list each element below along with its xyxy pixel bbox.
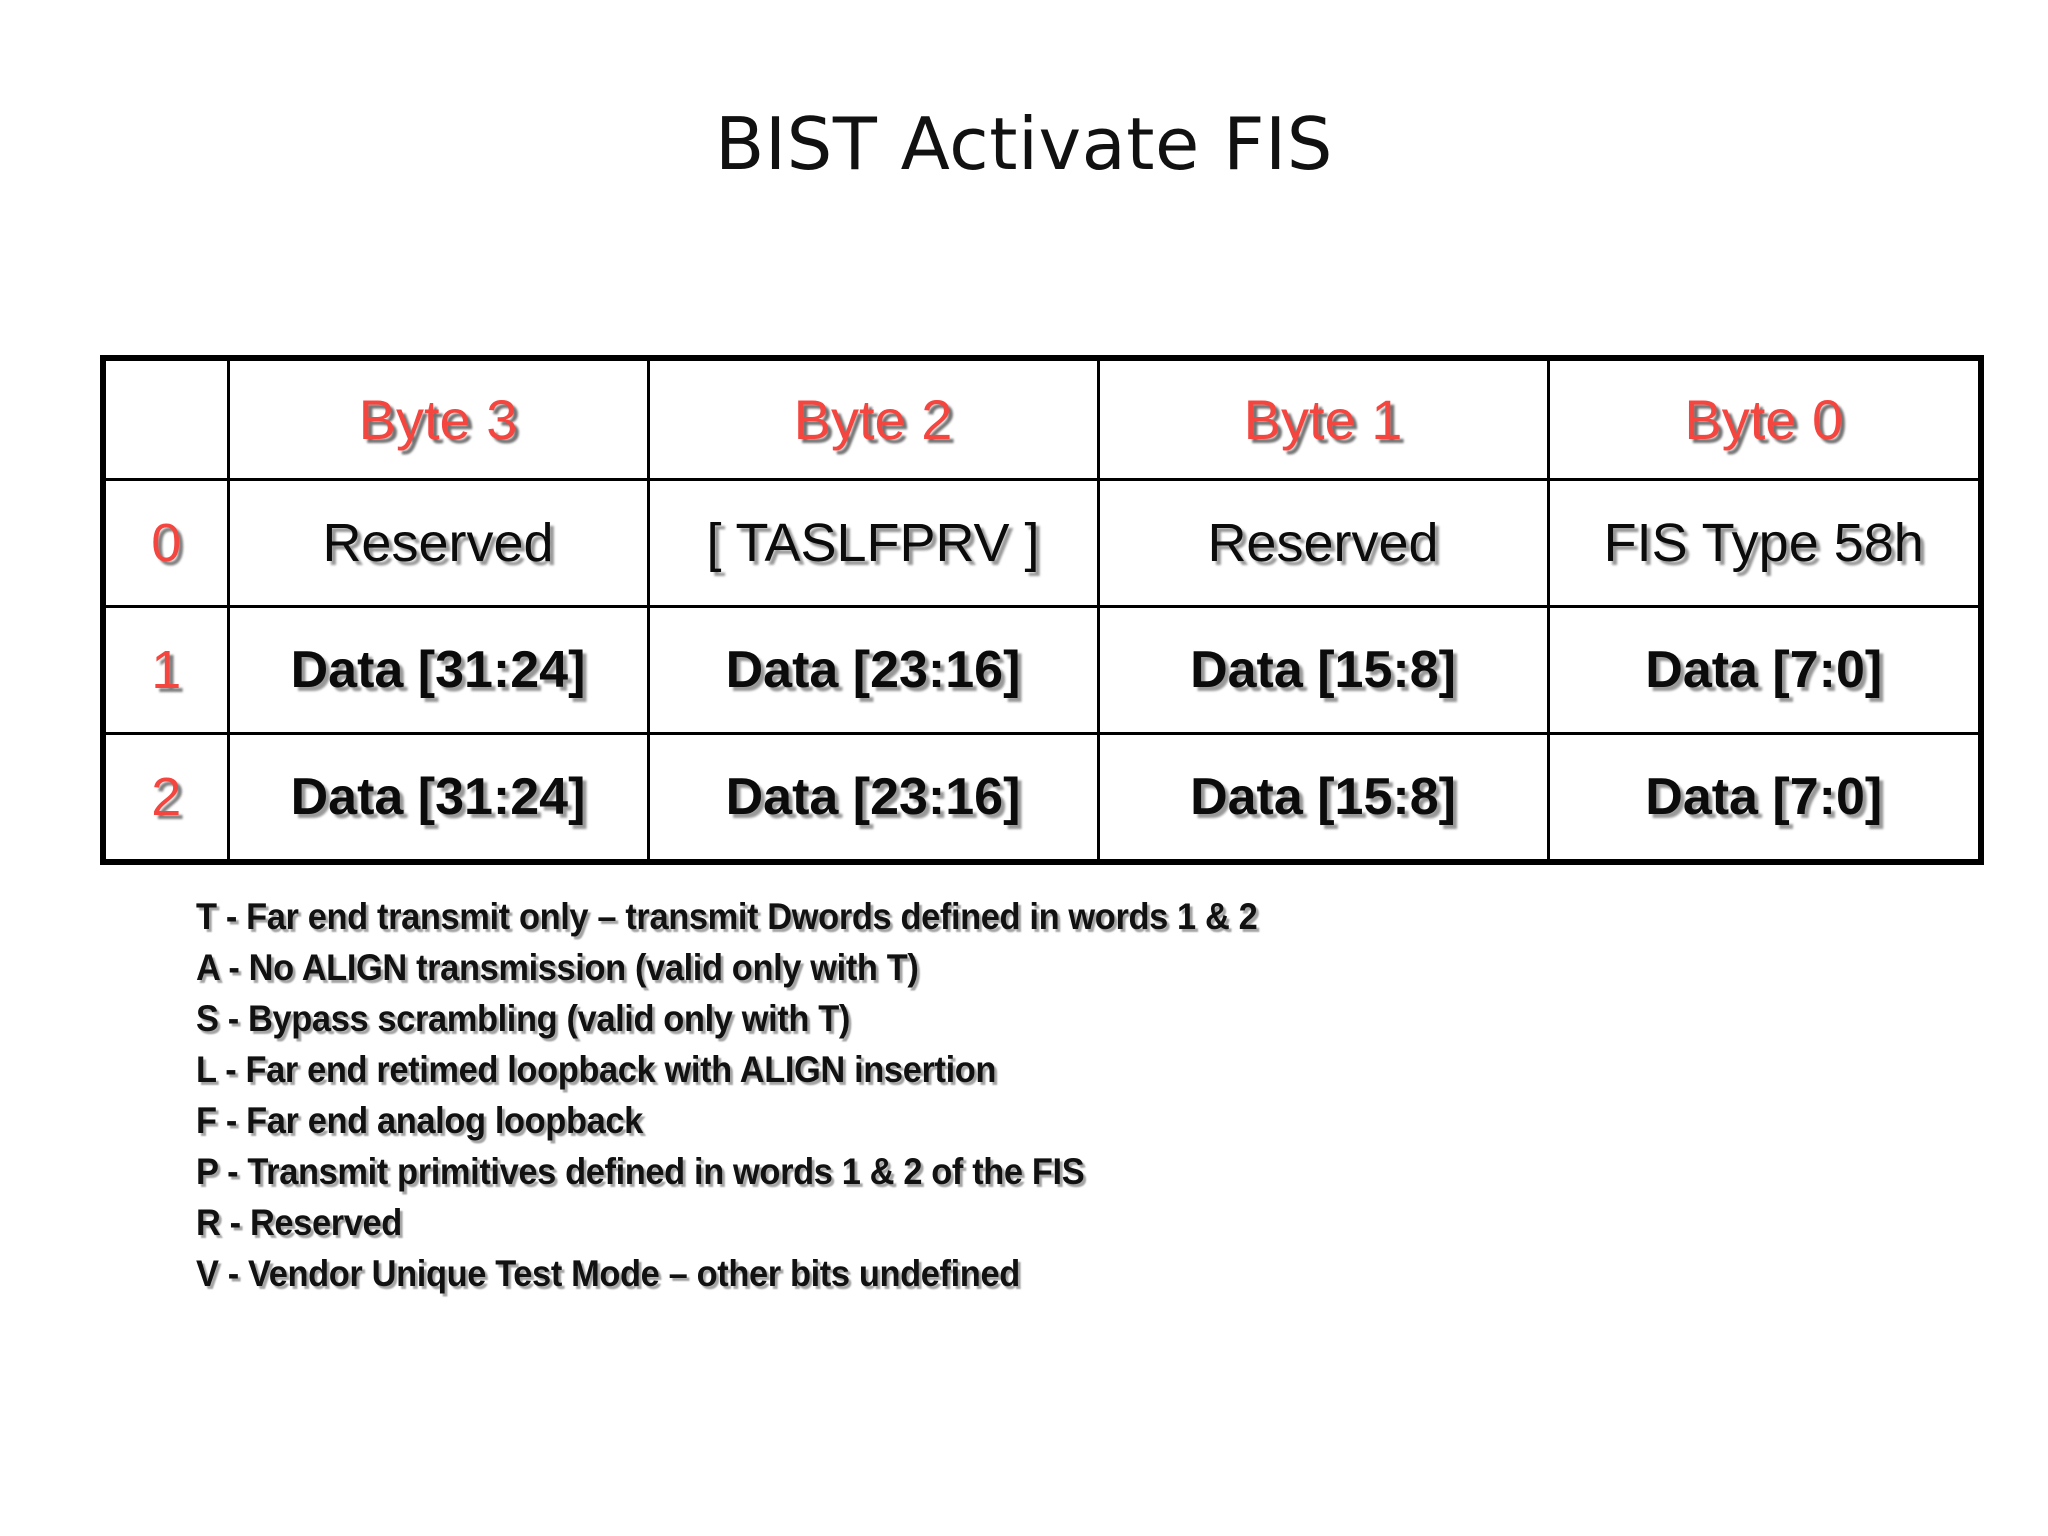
fis-layout-table: Byte 3 Byte 2 Byte 1 Byte 0 0 Reserved: [100, 355, 1984, 865]
column-header-label: Byte 3: [358, 387, 518, 451]
cell-label: Reserved: [322, 513, 554, 573]
row-index-cell: 1: [101, 605, 230, 735]
legend-line-f: F - Far end analog loopback: [196, 1100, 643, 1141]
table-header-row: Byte 3 Byte 2 Byte 1 Byte 0: [101, 356, 1983, 481]
cell-label: Data [7:0]: [1645, 641, 1883, 699]
cell-row0-byte1: Reserved: [1096, 478, 1550, 608]
legend-line-l: L - Far end retimed loopback with ALIGN …: [196, 1049, 997, 1090]
table-row: 0 Reserved [ TASLFPRV ] Reserved FIS Typ…: [101, 478, 1983, 608]
row-index-label: 2: [151, 767, 182, 827]
row-index-cell: 2: [101, 732, 230, 864]
bist-bit-legend: T - Far end transmit only – transmit Dwo…: [196, 898, 1896, 1306]
cell-row2-byte2: Data [23:16]: [646, 732, 1100, 864]
cell-label: Data [7:0]: [1645, 768, 1883, 826]
legend-line-p: P - Transmit primitives defined in words…: [196, 1151, 1085, 1192]
cell-label: Data [15:8]: [1190, 768, 1456, 826]
column-header-byte2: Byte 2: [646, 356, 1100, 481]
cell-row1-byte2: Data [23:16]: [646, 605, 1100, 735]
cell-label: Data [23:16]: [725, 768, 1021, 826]
column-header-byte1: Byte 1: [1096, 356, 1550, 481]
legend-line-r: R - Reserved: [196, 1202, 402, 1243]
table-row: 1 Data [31:24] Data [23:16] Data [15:8] …: [101, 605, 1983, 735]
cell-row1-byte1: Data [15:8]: [1096, 605, 1550, 735]
cell-label: Data [31:24]: [290, 641, 586, 699]
legend-line-s: S - Bypass scrambling (valid only with T…: [196, 998, 850, 1039]
cell-row2-byte3: Data [31:24]: [226, 732, 650, 864]
legend-line-a: A - No ALIGN transmission (valid only wi…: [196, 947, 919, 988]
table-corner-cell: [101, 356, 230, 481]
table-row: 2 Data [31:24] Data [23:16] Data [15:8] …: [101, 732, 1983, 864]
cell-row2-byte0: Data [7:0]: [1546, 732, 1983, 864]
cell-label: Data [15:8]: [1190, 641, 1456, 699]
cell-row0-byte2: [ TASLFPRV ]: [646, 478, 1100, 608]
cell-label: Reserved: [1207, 513, 1439, 573]
column-header-byte0: Byte 0: [1546, 356, 1983, 481]
cell-label: FIS Type 58h: [1603, 513, 1924, 573]
legend-line-v: V - Vendor Unique Test Mode – other bits…: [196, 1253, 1020, 1294]
cell-row1-byte0: Data [7:0]: [1546, 605, 1983, 735]
cell-label: [ TASLFPRV ]: [706, 513, 1040, 573]
cell-row0-byte3: Reserved: [226, 478, 650, 608]
row-index-label: 1: [151, 640, 182, 700]
cell-label: Data [23:16]: [725, 641, 1021, 699]
column-header-label: Byte 0: [1684, 387, 1844, 451]
row-index-label: 0: [151, 513, 182, 573]
legend-line-t: T - Far end transmit only – transmit Dwo…: [196, 896, 1258, 937]
cell-label: Data [31:24]: [290, 768, 586, 826]
column-header-label: Byte 1: [1243, 387, 1403, 451]
column-header-byte3: Byte 3: [226, 356, 650, 481]
column-header-label: Byte 2: [793, 387, 953, 451]
cell-row1-byte3: Data [31:24]: [226, 605, 650, 735]
page-title: BIST Activate FIS: [714, 102, 1333, 186]
row-index-cell: 0: [101, 478, 230, 608]
cell-row0-byte0: FIS Type 58h: [1546, 478, 1983, 608]
cell-row2-byte1: Data [15:8]: [1096, 732, 1550, 864]
